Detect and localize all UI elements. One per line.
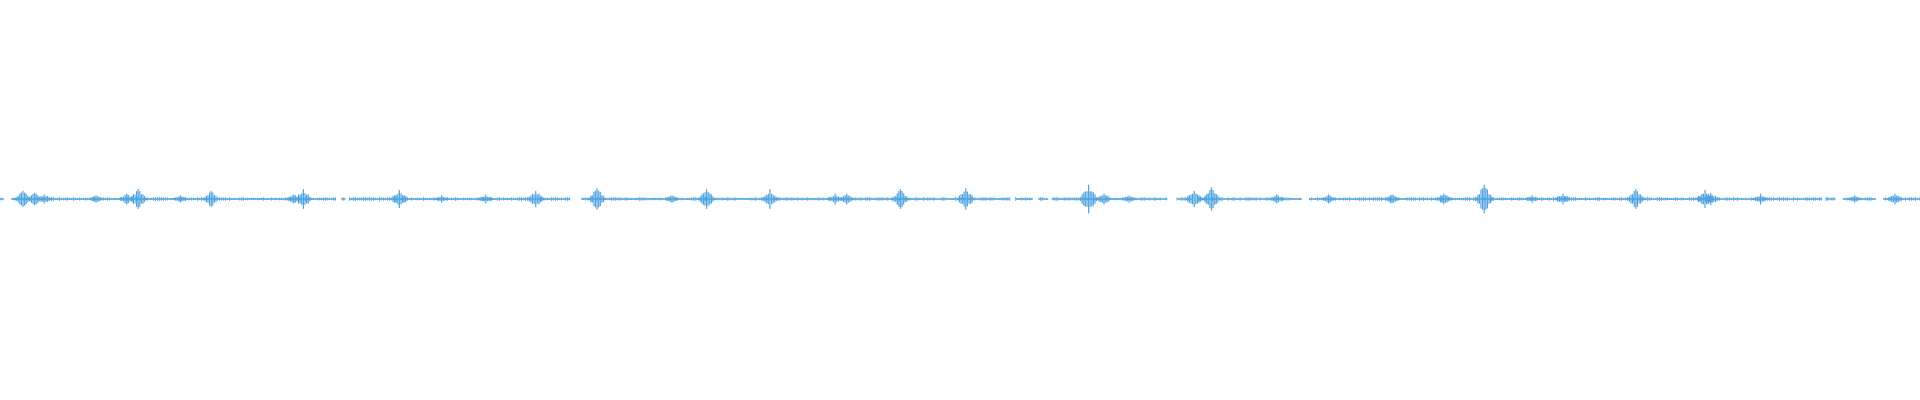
waveform-peak [390, 190, 408, 208]
waveform-peak [1268, 194, 1286, 204]
waveform-peak [663, 195, 681, 203]
waveform-peak [1435, 193, 1453, 205]
waveform-texture [1038, 196, 1048, 202]
waveform-peak [1886, 193, 1904, 205]
waveform-peak [87, 195, 105, 203]
waveform-texture [0, 197, 3, 201]
waveform-peak [1846, 195, 1864, 203]
waveform-peak [477, 194, 495, 204]
waveform-peak [202, 190, 220, 208]
waveform-peak [761, 189, 779, 209]
waveform-peak [1383, 194, 1401, 204]
waveform-peak [1752, 193, 1770, 205]
waveform-peak [433, 195, 451, 203]
waveform-peak [1320, 194, 1338, 204]
waveform-peak [294, 189, 312, 209]
waveform-peak [838, 193, 856, 205]
waveform-peak [1080, 184, 1098, 214]
waveform-peak [1202, 187, 1221, 211]
waveform-peak [171, 195, 190, 203]
waveform-peak [1627, 189, 1645, 209]
waveform-peak [1696, 190, 1714, 208]
waveform-peak [1702, 192, 1720, 206]
waveform-peak [1120, 195, 1138, 203]
waveform-peak [1554, 193, 1572, 205]
waveform-peak [1185, 190, 1203, 208]
waveform-peak [527, 190, 545, 208]
waveform-texture [1825, 196, 1835, 202]
waveform-peak [1523, 195, 1541, 203]
waveform-peak [1475, 184, 1493, 214]
waveform-peak [698, 189, 716, 209]
waveform-peak [1095, 193, 1113, 205]
waveform-texture [581, 196, 1011, 202]
waveform-texture [341, 196, 345, 202]
waveform-peak [957, 188, 975, 210]
waveform-peak [35, 194, 53, 204]
waveform-peak [891, 189, 910, 209]
waveform-peak [588, 188, 606, 210]
waveform-peak [129, 189, 147, 209]
waveform-texture [1015, 197, 1033, 201]
waveform-peaks [14, 184, 1904, 214]
